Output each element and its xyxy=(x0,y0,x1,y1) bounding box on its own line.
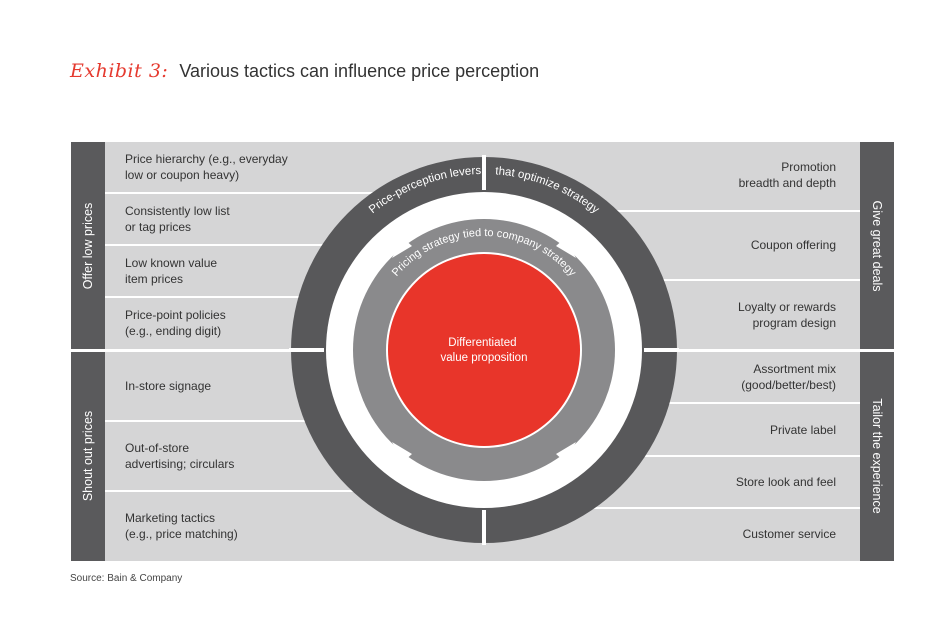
group-label-offer-low-prices: Offer low prices xyxy=(81,203,95,290)
left-item: Marketing tactics(e.g., price matching) xyxy=(125,511,238,541)
exhibit-title: Exhibit 3: Various tactics can influence… xyxy=(70,60,539,82)
title-text: Various tactics can influence price perc… xyxy=(179,61,540,81)
left-item: In-store signage xyxy=(125,379,211,393)
sidebar-tailor-the-experience xyxy=(860,351,894,561)
inner-ring-arrows xyxy=(392,238,576,462)
arrow-bottom-left xyxy=(392,442,412,462)
right-item: Assortment mix(good/better/best) xyxy=(741,362,836,392)
center-circle xyxy=(388,254,580,446)
sidebar-give-great-deals xyxy=(860,142,894,350)
left-item: Price-point policies(e.g., ending digit) xyxy=(125,308,226,338)
exhibit-label: Exhibit 3: xyxy=(70,60,169,82)
sidebar-shout-out-prices xyxy=(71,351,105,561)
right-item: Private label xyxy=(770,423,836,437)
group-label-tailor-the-experience: Tailor the experience xyxy=(870,398,884,513)
arrow-top-right xyxy=(556,238,576,258)
ring-separators xyxy=(289,155,679,545)
right-item: Customer service xyxy=(743,527,837,541)
group-label-give-great-deals: Give great deals xyxy=(870,200,884,291)
group-label-shout-out-prices: Shout out prices xyxy=(81,411,95,501)
arrow-bottom-right xyxy=(556,442,576,462)
right-item: Store look and feel xyxy=(736,475,836,489)
right-item: Coupon offering xyxy=(751,238,836,252)
source-note: Source: Bain & Company xyxy=(70,573,183,584)
center-label: Differentiated value proposition xyxy=(441,337,528,364)
arrow-top-left xyxy=(392,238,412,258)
sidebar-offer-low-prices xyxy=(71,142,105,350)
